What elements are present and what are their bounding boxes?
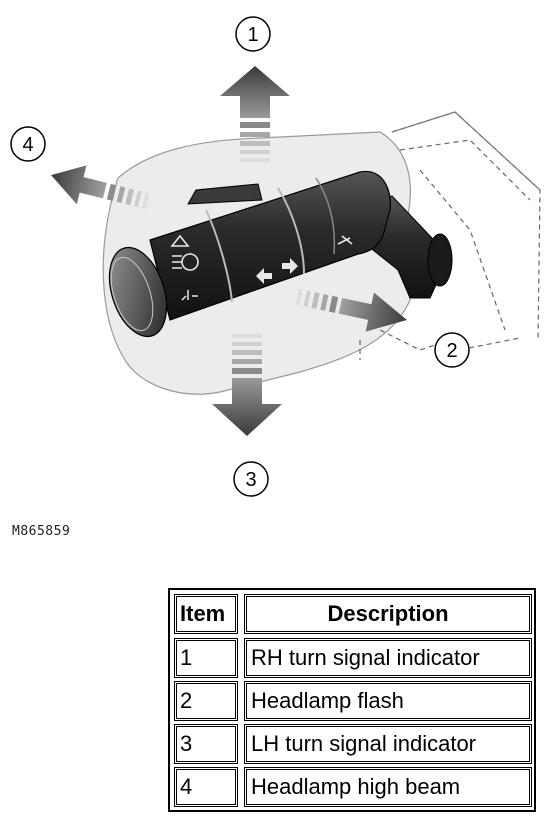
header-item: Item <box>174 594 238 634</box>
legend-item-description: Headlamp flash <box>244 681 532 721</box>
svg-text:1: 1 <box>247 24 258 46</box>
legend-item-number: 4 <box>174 767 238 807</box>
arrow-down <box>212 334 282 436</box>
svg-text:2: 2 <box>446 340 457 362</box>
header-description: Description <box>244 594 532 634</box>
legend-item-number: 3 <box>174 724 238 764</box>
headlamp-high-beam-icon <box>170 234 190 247</box>
headlamp-low-beam-icon <box>181 290 198 301</box>
callout-2: 2 <box>434 332 521 368</box>
legend-table: Item Description 1 RH turn signal indica… <box>168 588 536 812</box>
figure-reference-code: M865859 <box>12 524 71 539</box>
wiper-icon <box>337 235 353 245</box>
legend-item-number: 2 <box>174 681 238 721</box>
legend-item-number: 1 <box>174 638 238 678</box>
callout-1: 1 <box>235 16 271 52</box>
svg-text:3: 3 <box>245 469 256 491</box>
stalk-diagram: 1 4 2 3 <box>10 16 541 497</box>
callout-4: 4 <box>10 126 46 162</box>
legend-item-description: Headlamp high beam <box>244 767 532 807</box>
arrow-left <box>51 165 150 210</box>
arrow-right <box>295 288 407 332</box>
legend-item-description: LH turn signal indicator <box>244 724 532 764</box>
callout-3: 3 <box>233 461 269 497</box>
legend-item-description: RH turn signal indicator <box>244 638 532 678</box>
svg-text:4: 4 <box>22 134 33 156</box>
turn-signal-arrows-icon <box>256 258 298 284</box>
arrow-up <box>220 66 290 162</box>
headlamp-main-icon <box>172 253 199 271</box>
